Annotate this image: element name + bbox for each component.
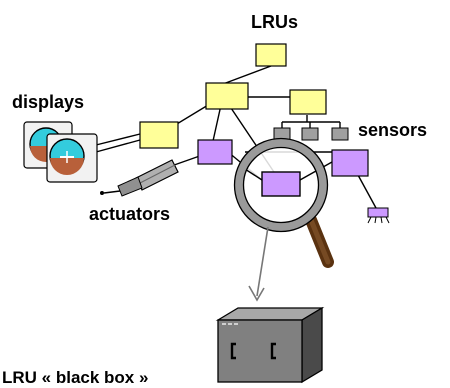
sensor-icon (273, 127, 349, 141)
label-displays: displays (12, 92, 84, 112)
purple-lru-nodes (197, 139, 369, 177)
label-black-box: LRU « black box » (2, 368, 148, 387)
small-sensor-icon (367, 207, 390, 224)
label-lrus: LRUs (251, 12, 298, 32)
label-sensors: sensors (358, 120, 427, 140)
yellow-lru-nodes (139, 43, 327, 149)
purple-node-left (197, 139, 233, 165)
lru-node-right (289, 89, 327, 115)
actuator-icon (100, 159, 179, 197)
magnified-lru-node (261, 171, 301, 197)
display-gauge-icon (23, 121, 98, 183)
magnifying-glass-icon (233, 137, 334, 268)
lru-node-top (255, 43, 287, 67)
lru-node-center (205, 82, 249, 110)
label-actuators: actuators (89, 204, 170, 224)
zoom-arrow (248, 226, 269, 302)
purple-node-right (331, 149, 369, 177)
lru-node-left (139, 121, 179, 149)
black-box-icon (215, 306, 325, 384)
